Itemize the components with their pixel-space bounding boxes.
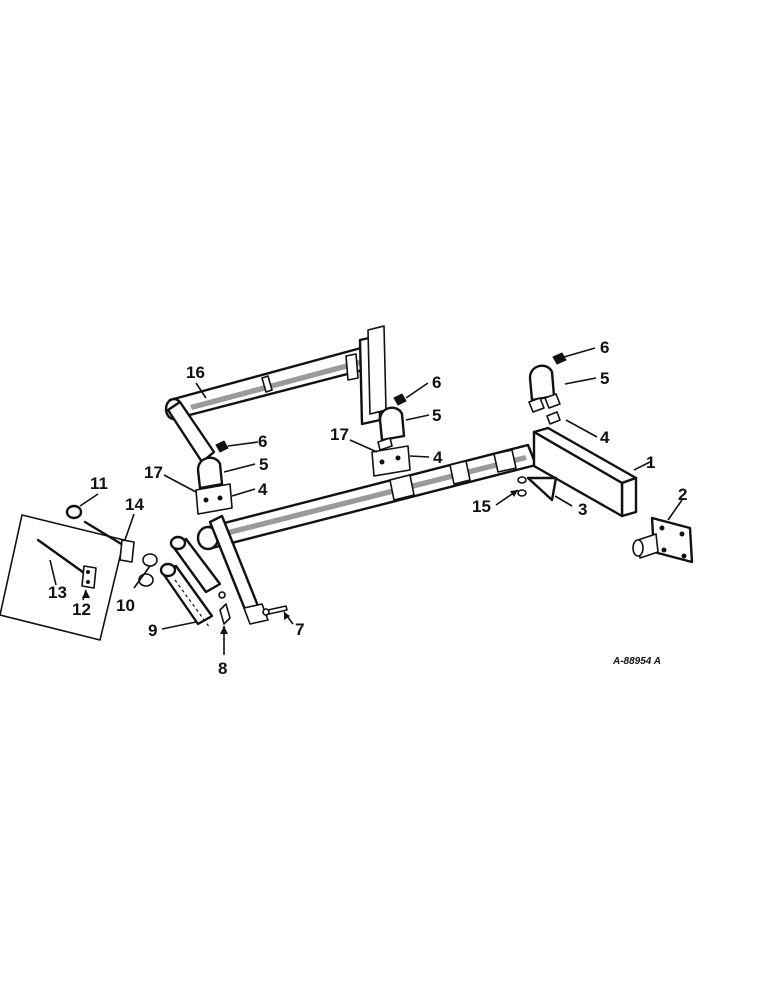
- callout-6-middle: 6: [432, 373, 441, 392]
- reference-number: A-88954 A: [612, 656, 661, 667]
- callout-17-middle: 17: [330, 425, 349, 444]
- callout-2: 2: [678, 485, 687, 504]
- callout-5-right: 5: [600, 369, 609, 388]
- axle-bracket: [517, 476, 558, 502]
- callouts: 1 2 3 4 4 4 5 5 5 6 6 6 7 8 9 10 11 12 1…: [48, 338, 687, 678]
- callout-1: 1: [646, 453, 655, 472]
- main-axle: [196, 426, 638, 625]
- clamp-set-middle: [371, 393, 411, 477]
- pin: [262, 605, 288, 616]
- hardware-panel: [0, 504, 135, 641]
- callout-5-left: 5: [259, 455, 268, 474]
- clamp-set-right: [528, 352, 567, 425]
- callout-7: 7: [295, 620, 304, 639]
- callout-16: 16: [186, 363, 205, 382]
- callout-6-left: 6: [258, 432, 267, 451]
- callout-4-right: 4: [600, 428, 610, 447]
- callout-10: 10: [116, 596, 135, 615]
- callout-11: 11: [90, 474, 108, 493]
- callout-17-left: 17: [144, 463, 163, 482]
- callout-15: 15: [472, 497, 491, 516]
- callout-5-middle: 5: [432, 406, 441, 425]
- callout-4-middle: 4: [433, 448, 443, 467]
- callout-3: 3: [578, 500, 587, 519]
- callout-6-right: 6: [600, 338, 609, 357]
- callout-4-left: 4: [258, 480, 268, 499]
- callout-12: 12: [72, 600, 91, 619]
- callout-13: 13: [48, 583, 67, 602]
- clamp-set-left: [195, 440, 233, 515]
- clevis-assembly: [138, 535, 231, 629]
- arrowheads: [82, 490, 518, 634]
- callout-9: 9: [148, 621, 157, 640]
- callout-14: 14: [125, 495, 144, 514]
- upper-shaft: [164, 325, 387, 464]
- spindle: [632, 516, 694, 564]
- callout-8: 8: [218, 659, 227, 678]
